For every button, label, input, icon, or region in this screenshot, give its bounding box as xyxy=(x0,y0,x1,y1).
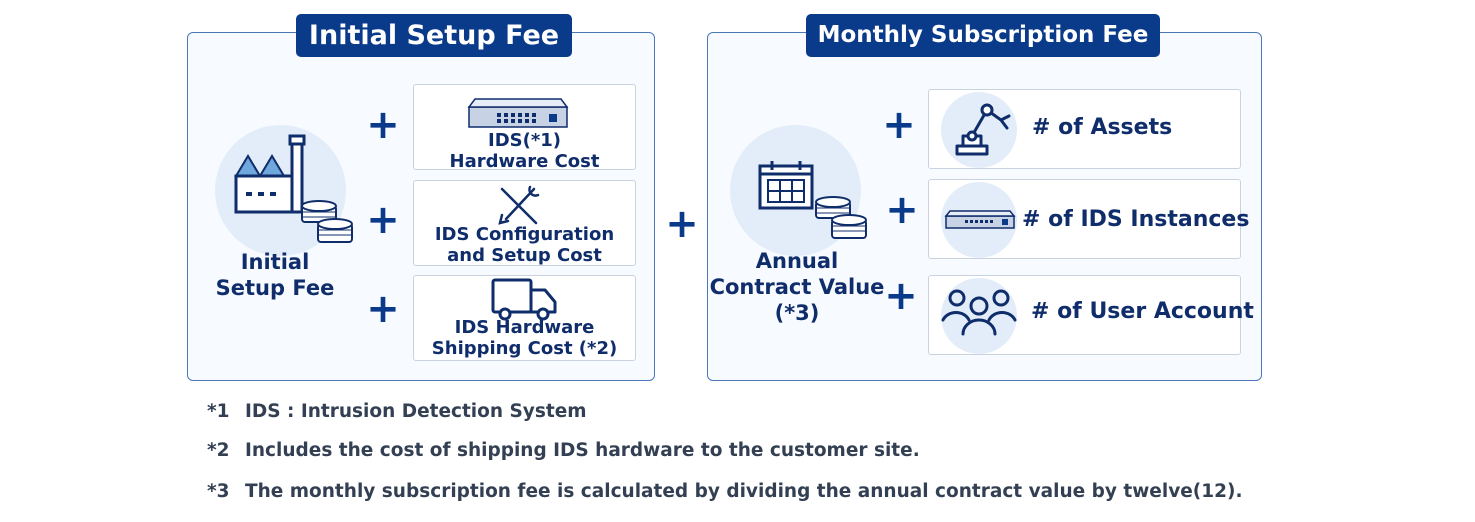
footnote-number: *2 xyxy=(207,440,230,461)
coins-icon xyxy=(301,200,353,243)
setup-item-shipping-text: IDS Hardware Shipping Cost (*2) xyxy=(414,317,635,359)
footnote-text: Includes the cost of shipping IDS hardwa… xyxy=(245,440,920,461)
footnote-text: IDS : Intrusion Detection System xyxy=(245,401,587,422)
footnote: *2 Includes the cost of shipping IDS hard… xyxy=(207,440,920,461)
setup-item-line2: Hardware Cost xyxy=(449,151,600,172)
truck-icon xyxy=(491,278,557,321)
setup-label: Initial Setup Fee xyxy=(205,249,345,301)
calendar-icon xyxy=(758,161,814,210)
setup-label-line1: Initial xyxy=(240,250,310,274)
subscription-panel-title: Monthly Subscription Fee xyxy=(806,14,1160,57)
footnote-number: *3 xyxy=(207,481,230,502)
setup-item-hardware: IDS(*1) Hardware Cost xyxy=(413,84,636,172)
footnote: *1 IDS : Intrusion Detection System xyxy=(207,401,587,422)
footnote: *3 The monthly subscription fee is calcul… xyxy=(207,481,1242,502)
ids-device-icon xyxy=(944,210,1016,229)
setup-item-line2: and Setup Cost xyxy=(447,245,602,266)
subscription-label-line1: Annual xyxy=(755,249,839,273)
subscription-item-ids-instances-text: # of IDS Instances xyxy=(1022,207,1250,232)
subscription-item-assets-text: # of Assets xyxy=(1032,115,1173,140)
subscription-item-ids-instances: # of IDS Instances xyxy=(928,179,1249,259)
subscription-item-user-account-text: # of User Account xyxy=(1031,299,1254,324)
plus-sign: + xyxy=(884,273,918,319)
plus-sign: + xyxy=(882,102,916,148)
coins-icon xyxy=(815,196,867,239)
subscription-item-user-account: # of User Account xyxy=(928,275,1254,355)
footnote-text: The monthly subscription fee is calculat… xyxy=(245,481,1243,502)
tools-icon xyxy=(498,185,540,225)
setup-item-line1: IDS Hardware xyxy=(454,317,595,338)
plus-sign: + xyxy=(665,201,699,247)
setup-item-line2: Shipping Cost (*2) xyxy=(431,338,618,359)
footnote-number: *1 xyxy=(207,401,230,422)
setup-item-configuration: IDS Configuration and Setup Cost xyxy=(413,180,636,266)
setup-label-line2: Setup Fee xyxy=(215,276,335,300)
setup-panel-title: Initial Setup Fee xyxy=(296,14,572,57)
setup-item-hardware-text: IDS(*1) Hardware Cost xyxy=(414,130,635,172)
setup-item-configuration-text: IDS Configuration and Setup Cost xyxy=(414,224,635,266)
setup-item-line1: IDS Configuration xyxy=(434,224,615,245)
robot-arm-icon xyxy=(955,103,1011,156)
plus-sign: + xyxy=(366,286,400,332)
plus-sign: + xyxy=(366,197,400,243)
setup-item-shipping: IDS Hardware Shipping Cost (*2) xyxy=(413,275,636,361)
subscription-label: Annual Contract Value (*3) xyxy=(708,248,886,326)
factory-icon xyxy=(234,134,306,214)
setup-item-line1: IDS(*1) xyxy=(488,130,561,151)
users-icon xyxy=(941,289,1017,336)
subscription-label-line2: Contract Value xyxy=(709,275,885,299)
subscription-item-assets: # of Assets xyxy=(928,89,1241,169)
plus-sign: + xyxy=(885,187,919,233)
plus-sign: + xyxy=(366,102,400,148)
subscription-label-line3: (*3) xyxy=(774,301,820,325)
ids-hardware-icon xyxy=(467,98,569,128)
